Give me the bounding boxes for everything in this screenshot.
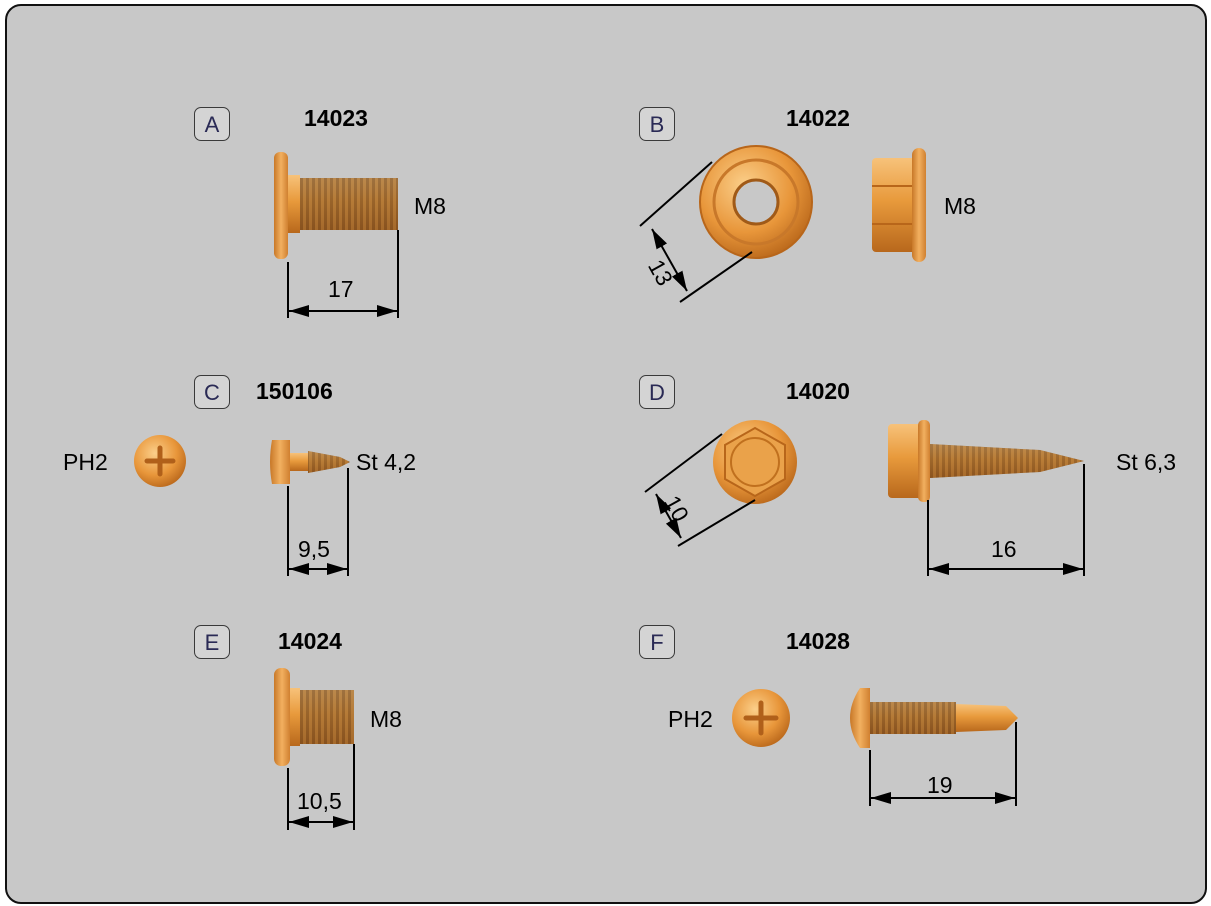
- screw-14028-drawing: [732, 688, 1018, 806]
- item-d-length-dimension: 16: [991, 536, 1017, 562]
- item-c-length-dimension: 9,5: [298, 536, 330, 562]
- item-a-letter: A: [194, 107, 230, 141]
- item-f-part-number: 14028: [786, 628, 850, 654]
- item-c-part-number: 150106: [256, 378, 333, 404]
- screw-14020-drawing: [644, 420, 1085, 576]
- item-f-letter: F: [639, 625, 675, 659]
- item-b-thread-spec: M8: [944, 193, 976, 219]
- item-a-length-dimension: 17: [328, 276, 354, 302]
- item-f-drive-label: PH2: [668, 706, 713, 732]
- item-c-drive-label: PH2: [63, 449, 108, 475]
- item-c-letter: C: [194, 375, 230, 409]
- item-d-letter: D: [639, 375, 675, 409]
- item-e-letter: E: [194, 625, 230, 659]
- item-d-thread-spec: St 6,3: [1116, 449, 1177, 475]
- item-d-part-number: 14020: [786, 378, 850, 404]
- screw-150106-drawing: [134, 435, 350, 576]
- item-e-thread-spec: M8: [370, 706, 402, 732]
- item-b-letter: B: [639, 107, 675, 141]
- item-e-length-dimension: 10,5: [297, 788, 342, 814]
- item-f-length-dimension: 19: [927, 772, 953, 798]
- item-a-part-number: 14023: [304, 105, 368, 131]
- item-c-thread-spec: St 4,2: [356, 449, 417, 475]
- bolt-14024-drawing: [274, 668, 355, 830]
- bolt-14023-drawing: [274, 152, 399, 318]
- item-b-part-number: 14022: [786, 105, 850, 131]
- item-e-part-number: 14024: [278, 628, 342, 654]
- item-a-thread-spec: M8: [414, 193, 446, 219]
- nut-14022-drawing: [639, 145, 926, 303]
